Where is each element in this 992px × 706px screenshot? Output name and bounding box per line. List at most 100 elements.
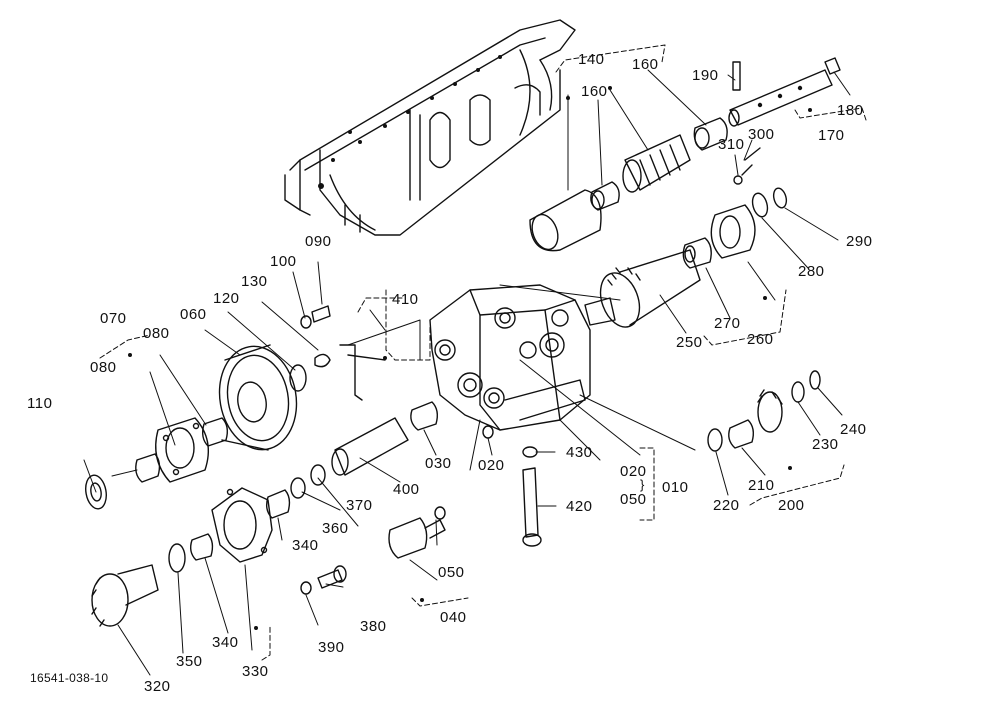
bushing-210 (728, 419, 755, 449)
gear-shaft-250 (584, 249, 701, 328)
part-label-090: 090 (305, 233, 332, 250)
valve-040 (388, 517, 446, 559)
bolt-420 (522, 467, 542, 547)
drawing-code: 16541-038-10 (30, 671, 109, 685)
part-label-040: 040 (440, 609, 467, 626)
part-label-430: 430 (566, 444, 593, 461)
shaft-170 (728, 69, 833, 127)
part-label-210: 210 (748, 477, 775, 494)
gear-320 (91, 564, 159, 627)
bolt-130 (314, 353, 331, 368)
bearing-340-upper (265, 489, 291, 519)
spacer-160 (590, 181, 620, 211)
washer-100 (300, 315, 312, 329)
part-label-080-left: 080 (90, 359, 117, 376)
part-label-340-upper: 340 (292, 537, 319, 554)
splined-gear-160 (622, 134, 691, 193)
part-label-050-plug: 050 (438, 564, 465, 581)
part-label-160-upper: 160 (632, 56, 659, 73)
part-label-260: 260 (747, 331, 774, 348)
part-label-390: 390 (318, 639, 345, 656)
plug-050 (434, 506, 446, 520)
part-label-360: 360 (322, 520, 349, 537)
part-label-010: 010 (662, 479, 689, 496)
part-label-030: 030 (425, 455, 452, 472)
washer-230 (791, 381, 805, 403)
part-label-270: 270 (714, 315, 741, 332)
part-label-310: 310 (718, 136, 745, 153)
washer-220 (707, 428, 723, 452)
bolt-090 (311, 305, 331, 323)
part-label-200: 200 (778, 497, 805, 514)
engine-block-outline (284, 19, 576, 236)
part-label-120: 120 (213, 290, 240, 307)
shaft-400 (331, 417, 409, 476)
circlip-240 (809, 370, 821, 390)
part-label-240: 240 (840, 421, 867, 438)
washer-430 (522, 446, 538, 458)
pin-190 (732, 61, 741, 91)
part-label-370: 370 (346, 497, 373, 514)
part-label-140: 140 (578, 51, 605, 68)
collar-030 (410, 401, 439, 431)
washer-110 (85, 474, 107, 510)
part-label-290: 290 (846, 233, 873, 250)
plug-180 (824, 57, 841, 75)
part-label-180: 180 (837, 102, 864, 119)
part-label-020-case: 020 (620, 463, 647, 480)
leader-lines (83, 69, 851, 676)
group-brackets (99, 44, 867, 661)
plug-020 (482, 425, 494, 439)
part-label-420: 420 (566, 498, 593, 515)
gear-case-housing (429, 284, 591, 431)
reference-dots (128, 86, 812, 630)
bearing-080-right (201, 417, 229, 447)
part-label-340-lower: 340 (212, 634, 239, 651)
part-label-190: 190 (692, 67, 719, 84)
part-label-080-upper: 080 (143, 325, 170, 342)
part-label-070: 070 (100, 310, 127, 327)
part-label-410: 410 (392, 291, 419, 308)
part-label-250: 250 (676, 334, 703, 351)
bearing-housing-260 (710, 204, 756, 259)
part-label-170: 170 (818, 127, 845, 144)
bolt-380 (317, 565, 347, 589)
washer-390 (300, 581, 312, 595)
gear-060 (218, 344, 298, 451)
bolt-300 (733, 147, 761, 185)
part-label-330: 330 (242, 663, 269, 680)
collar-160 (693, 117, 728, 151)
gear-200 (757, 389, 783, 433)
part-label-280: 280 (798, 263, 825, 280)
bushing-270 (682, 237, 712, 269)
part-label-300: 300 (748, 126, 775, 143)
part-label-160-lower: 160 (581, 83, 608, 100)
part-label-060: 060 (180, 306, 207, 323)
housing-330 (211, 487, 273, 563)
part-label-400: 400 (393, 481, 420, 498)
pin-410 (339, 344, 386, 401)
washer-280 (751, 192, 769, 218)
oring-370 (310, 464, 326, 486)
washer-350 (168, 543, 186, 573)
part-label-050-bracket: 050 (620, 491, 647, 508)
part-label-110: 110 (27, 395, 53, 412)
bushing-140 (529, 189, 602, 252)
part-label-350: 350 (176, 653, 203, 670)
part-label-230: 230 (812, 436, 839, 453)
part-label-100: 100 (270, 253, 297, 270)
oring-360 (290, 477, 306, 499)
part-label-220: 220 (713, 497, 740, 514)
washer-120 (289, 364, 307, 392)
bearing-340-lower (189, 533, 214, 561)
flange-070 (155, 417, 209, 483)
part-label-020-plug: 020 (478, 457, 505, 474)
bearing-080-left (135, 453, 161, 483)
engine-block-bolt-holes (318, 55, 502, 189)
part-label-320: 320 (144, 678, 171, 695)
circlip-290 (772, 187, 788, 209)
bracket-tilde: } (640, 477, 645, 492)
part-label-130: 130 (241, 273, 268, 290)
